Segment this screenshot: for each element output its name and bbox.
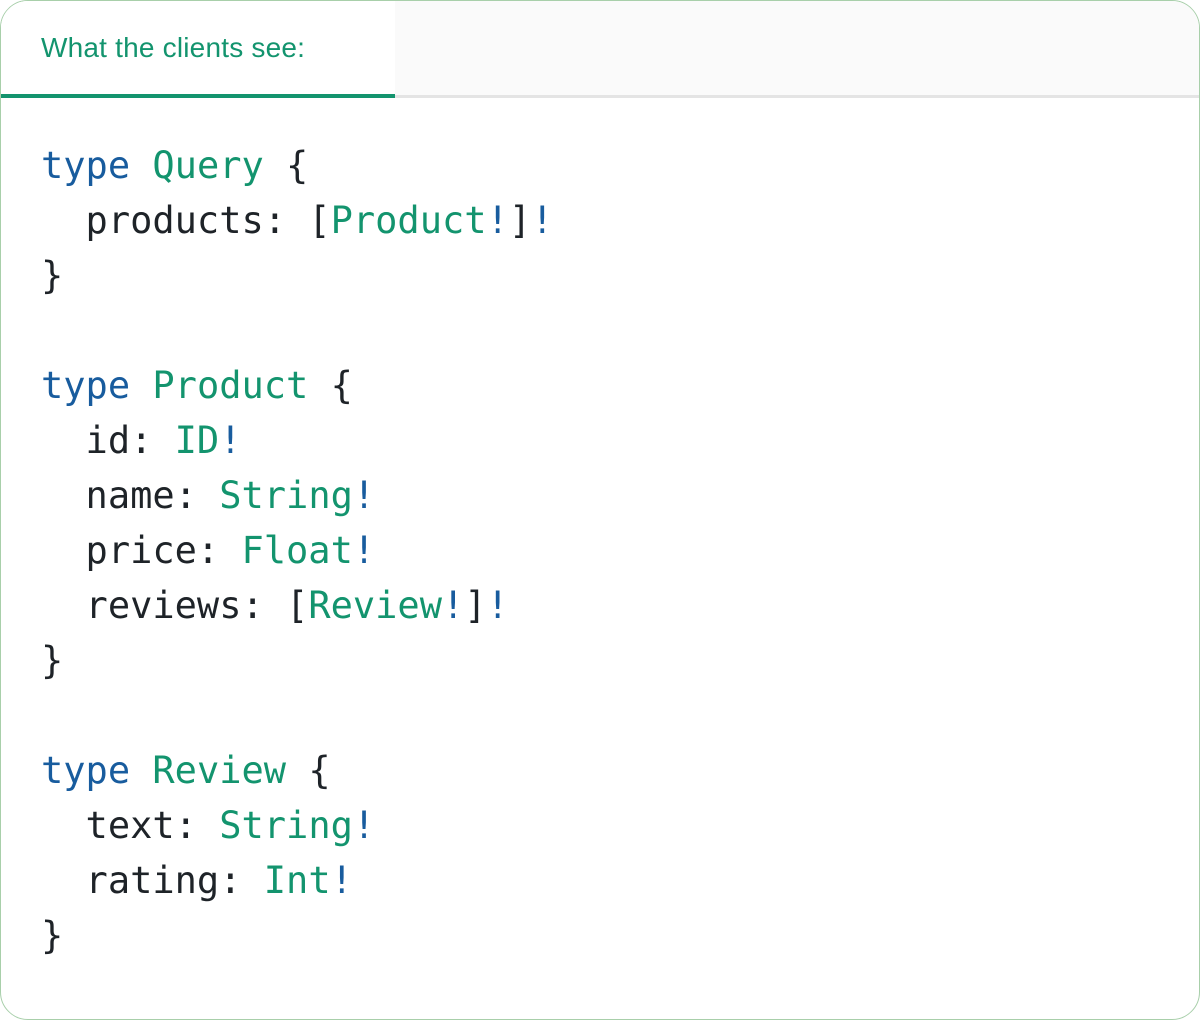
code-token: ! [531, 199, 554, 242]
code-line: id: ID! [41, 413, 1159, 468]
code-token: String [219, 474, 353, 517]
code-token: ] [508, 199, 532, 242]
code-token: ! [486, 584, 509, 627]
code-token: Review [308, 584, 442, 627]
code-token: Int [263, 859, 331, 902]
code-token [130, 144, 152, 187]
code-token: Review [152, 749, 287, 792]
code-token: ! [352, 804, 376, 847]
code-line: } [41, 248, 1159, 303]
code-token: Product [330, 199, 487, 242]
code-token: text: [41, 804, 220, 847]
code-token: ! [330, 859, 353, 902]
code-token [130, 364, 152, 407]
code-token: String [219, 804, 353, 847]
active-tab-underline [1, 94, 395, 98]
tab-label: What the clients see: [41, 32, 306, 63]
code-line: price: Float! [41, 523, 1159, 578]
tabs-header: What the clients see: [1, 1, 1199, 98]
graphql-schema-code: type Query { products: [Product!]!} type… [1, 98, 1199, 993]
code-token: { [308, 364, 353, 407]
code-token: ! [352, 474, 376, 517]
code-line [41, 303, 1159, 358]
code-token: Query [152, 144, 264, 187]
code-line: type Product { [41, 358, 1159, 413]
code-line: name: String! [41, 468, 1159, 523]
code-token: ID [174, 419, 220, 462]
code-token: type [41, 749, 131, 792]
code-token: ! [441, 584, 465, 627]
code-line: } [41, 908, 1159, 963]
code-token: price: [41, 529, 242, 572]
code-line: } [41, 633, 1159, 688]
code-line: text: String! [41, 798, 1159, 853]
code-token: id: [41, 419, 175, 462]
code-line: products: [Product!]! [41, 193, 1159, 248]
code-line [41, 688, 1159, 743]
code-token: ! [486, 199, 509, 242]
code-token: ] [464, 584, 487, 627]
code-token: type [41, 144, 131, 187]
code-token: Product [152, 364, 309, 407]
code-token: ! [219, 419, 242, 462]
code-token: type [41, 364, 131, 407]
code-line: type Review { [41, 743, 1159, 798]
code-line: reviews: [Review!]! [41, 578, 1159, 633]
code-token: products: [ [41, 199, 331, 242]
code-token: { [286, 749, 331, 792]
code-token: } [41, 254, 64, 297]
code-token: Float [241, 529, 353, 572]
code-token: } [41, 639, 64, 682]
code-line: type Query { [41, 138, 1159, 193]
code-line: rating: Int! [41, 853, 1159, 908]
tab-what-clients-see[interactable]: What the clients see: [1, 1, 395, 98]
code-token: { [263, 144, 309, 187]
code-token: } [41, 914, 64, 957]
code-token: reviews: [ [41, 584, 309, 627]
code-token: name: [41, 474, 220, 517]
code-token: ! [352, 529, 376, 572]
code-token [130, 749, 152, 792]
code-token: rating: [41, 859, 264, 902]
